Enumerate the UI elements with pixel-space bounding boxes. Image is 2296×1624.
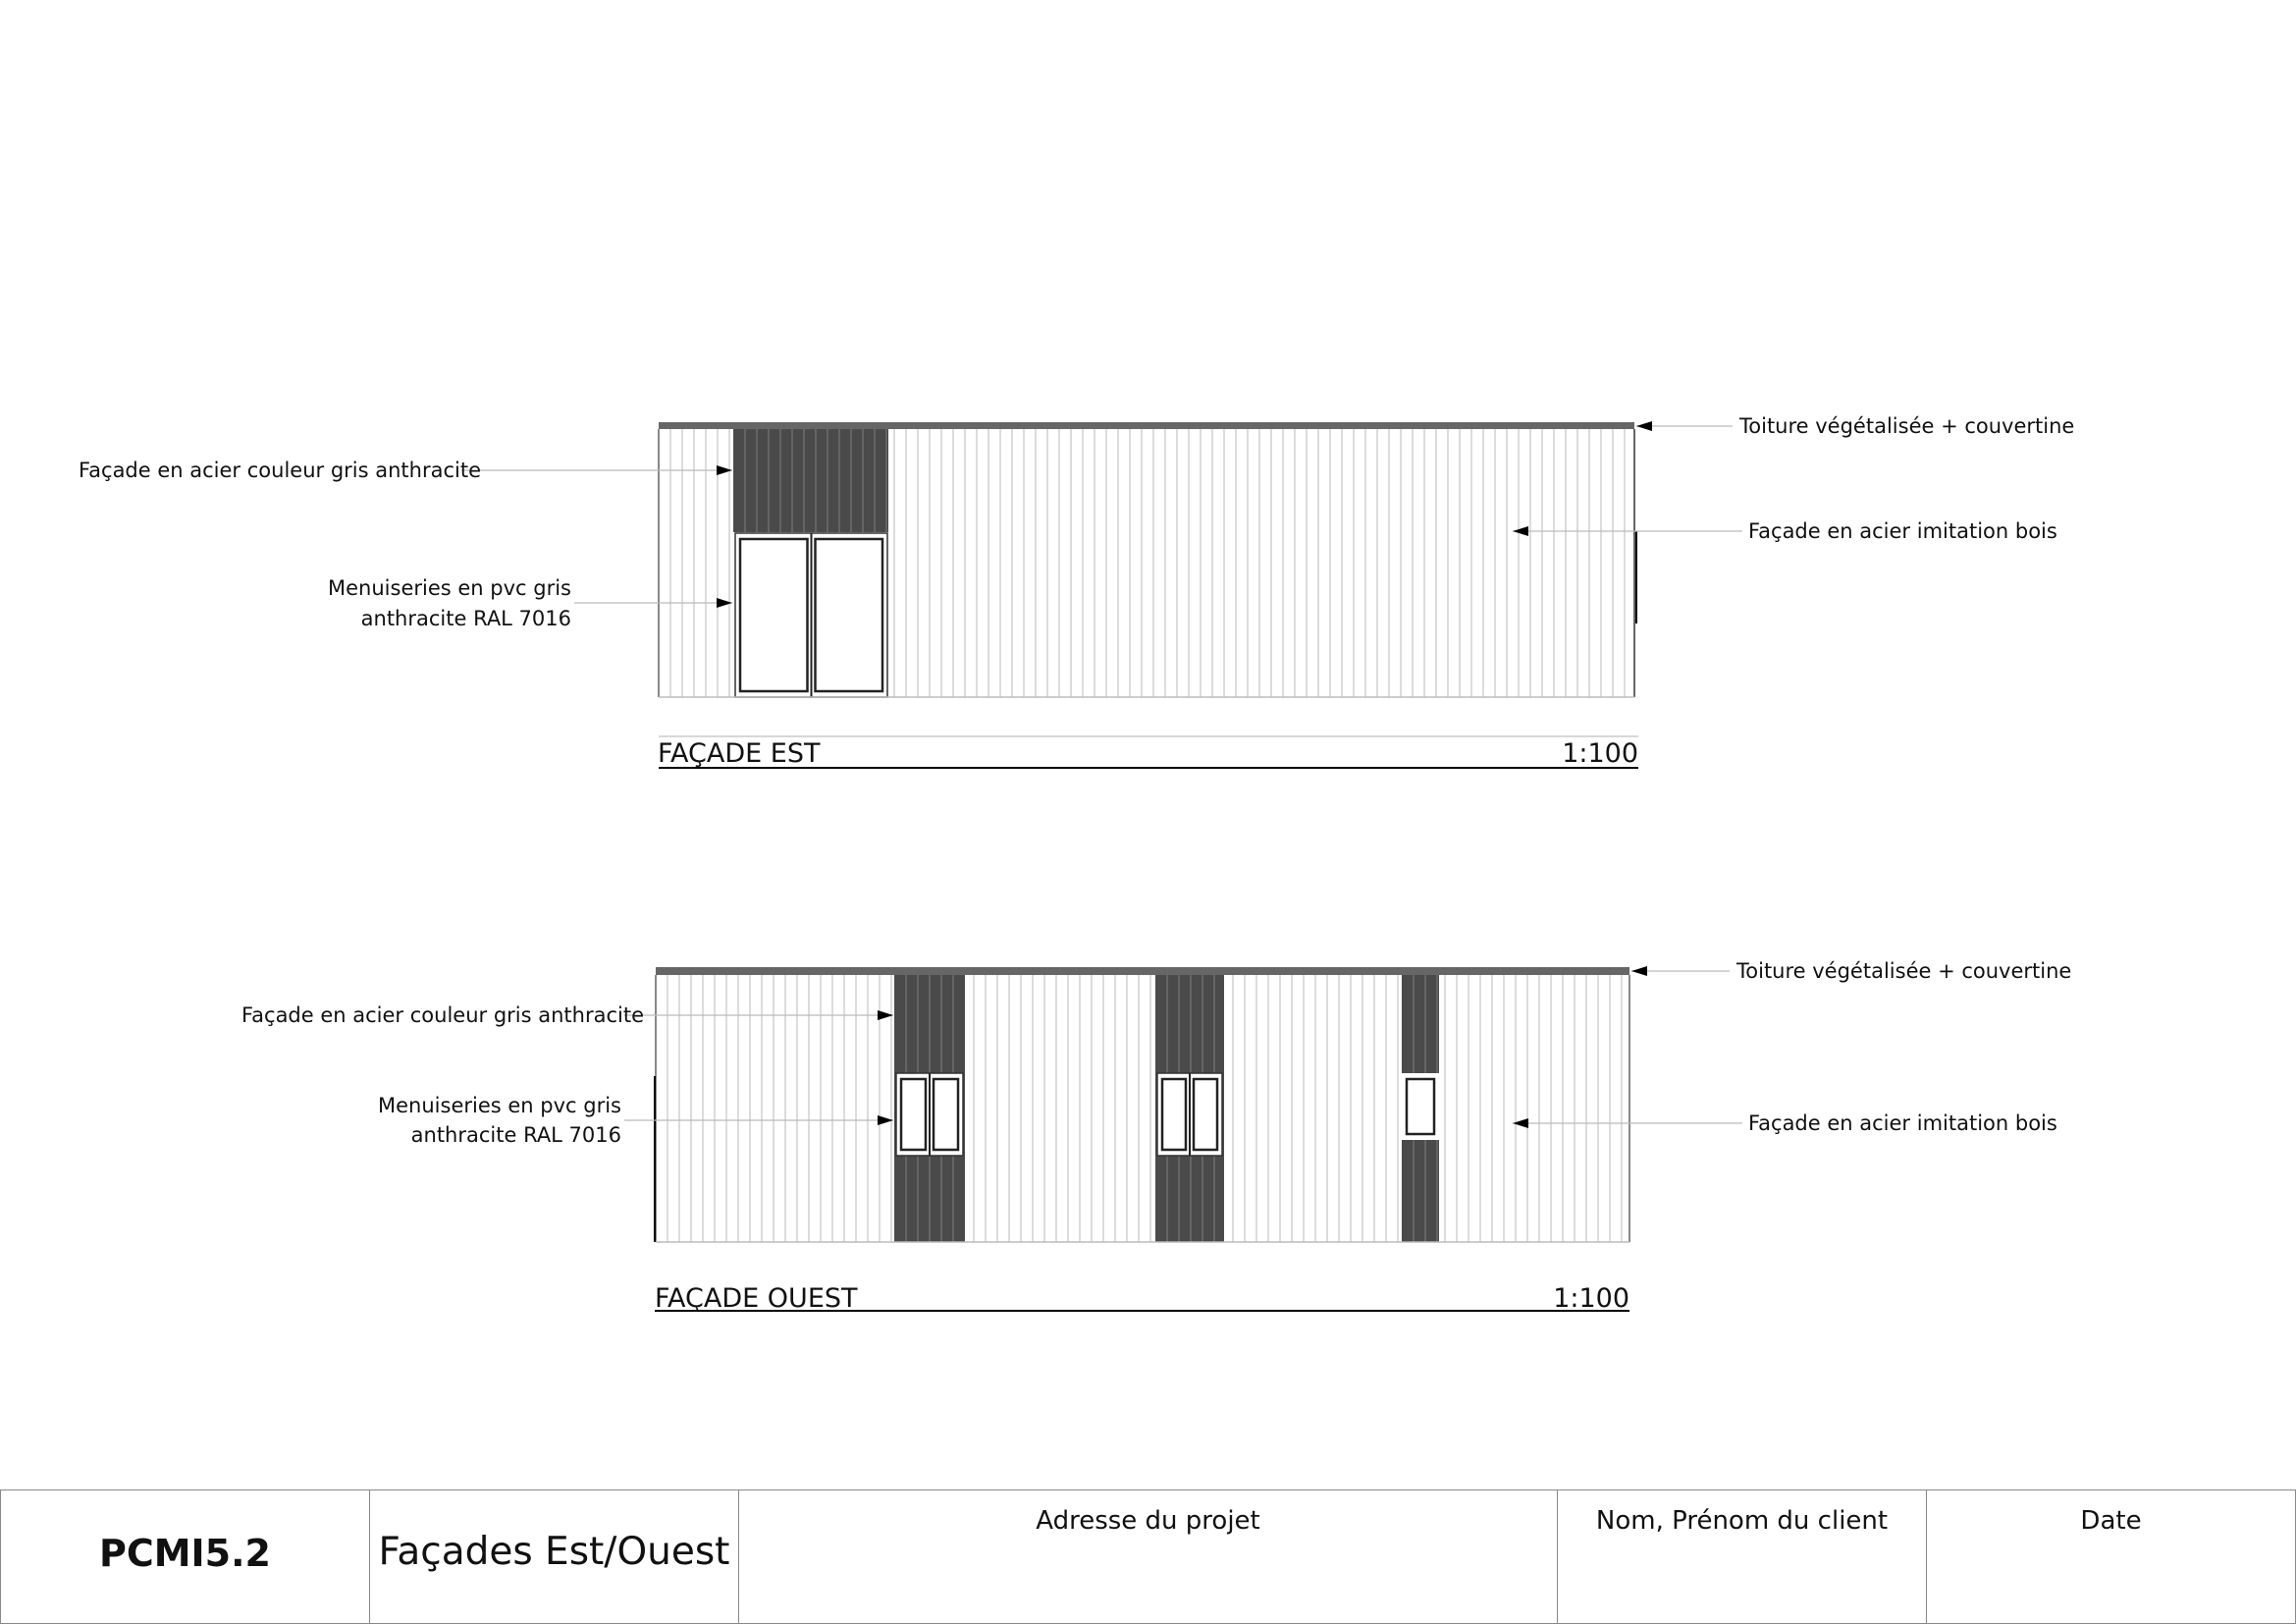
east-roof-edge (659, 422, 1634, 429)
leader-arrow-icon (1513, 526, 1528, 536)
east-label-anthracite: Façade en acier couleur gris anthracite (79, 459, 481, 482)
leader-arrow-icon (878, 1010, 893, 1020)
leader-arrow-icon (1513, 1118, 1528, 1128)
title-block-address-cell: Adresse du projet (738, 1489, 1558, 1624)
west-roof-edge (656, 967, 1629, 975)
title-block-date-cell: Date (1926, 1489, 2296, 1624)
west-label-menuiseries-1: Menuiseries en pvc gris (378, 1094, 621, 1117)
east-facade-title: FAÇADE EST (658, 738, 821, 769)
west-window-pane (899, 1077, 928, 1152)
title-block-code-cell: PCMI5.2 (0, 1489, 370, 1624)
west-window-pane (1192, 1077, 1219, 1152)
east-label-menuiseries-1: Menuiseries en pvc gris (328, 576, 571, 600)
leader-arrow-icon (717, 598, 732, 608)
west-label-toiture: Toiture végétalisée + couvertine (1736, 959, 2072, 983)
west-window-pane (1160, 1077, 1188, 1152)
date: Date (2080, 1506, 2142, 1536)
west-window-pane (932, 1077, 960, 1152)
project-address: Adresse du projet (1036, 1506, 1260, 1536)
east-facade-scale: 1:100 (1562, 738, 1638, 769)
west-label-bois: Façade en acier imitation bois (1748, 1111, 2057, 1135)
sheet-code: PCMI5.2 (98, 1532, 271, 1575)
east-label-menuiseries-2: anthracite RAL 7016 (360, 607, 571, 630)
title-block-client-cell: Nom, Prénom du client (1557, 1489, 1927, 1624)
east-door-pane (814, 537, 884, 693)
west-label-anthracite: Façade en acier couleur gris anthracite (241, 1003, 644, 1027)
leader-arrow-icon (717, 465, 732, 475)
west-label-menuiseries-2: anthracite RAL 7016 (410, 1123, 621, 1147)
west-facade-title: FAÇADE OUEST (655, 1283, 858, 1314)
west-facade-wall (656, 975, 1629, 1242)
leader-arrow-icon (1636, 421, 1652, 431)
sheet-title: Façades Est/Ouest (378, 1530, 730, 1574)
east-door-pane (738, 537, 809, 693)
leader-arrow-icon (1631, 966, 1647, 976)
title-block-title-cell: Façades Est/Ouest (369, 1489, 739, 1624)
leader-arrow-icon (878, 1115, 893, 1125)
west-small-window-pane (1405, 1077, 1436, 1136)
east-label-toiture: Toiture végétalisée + couvertine (1739, 414, 2075, 438)
west-facade-scale: 1:100 (1553, 1283, 1629, 1314)
east-label-bois: Façade en acier imitation bois (1748, 519, 2057, 543)
client-name: Nom, Prénom du client (1595, 1506, 1889, 1536)
